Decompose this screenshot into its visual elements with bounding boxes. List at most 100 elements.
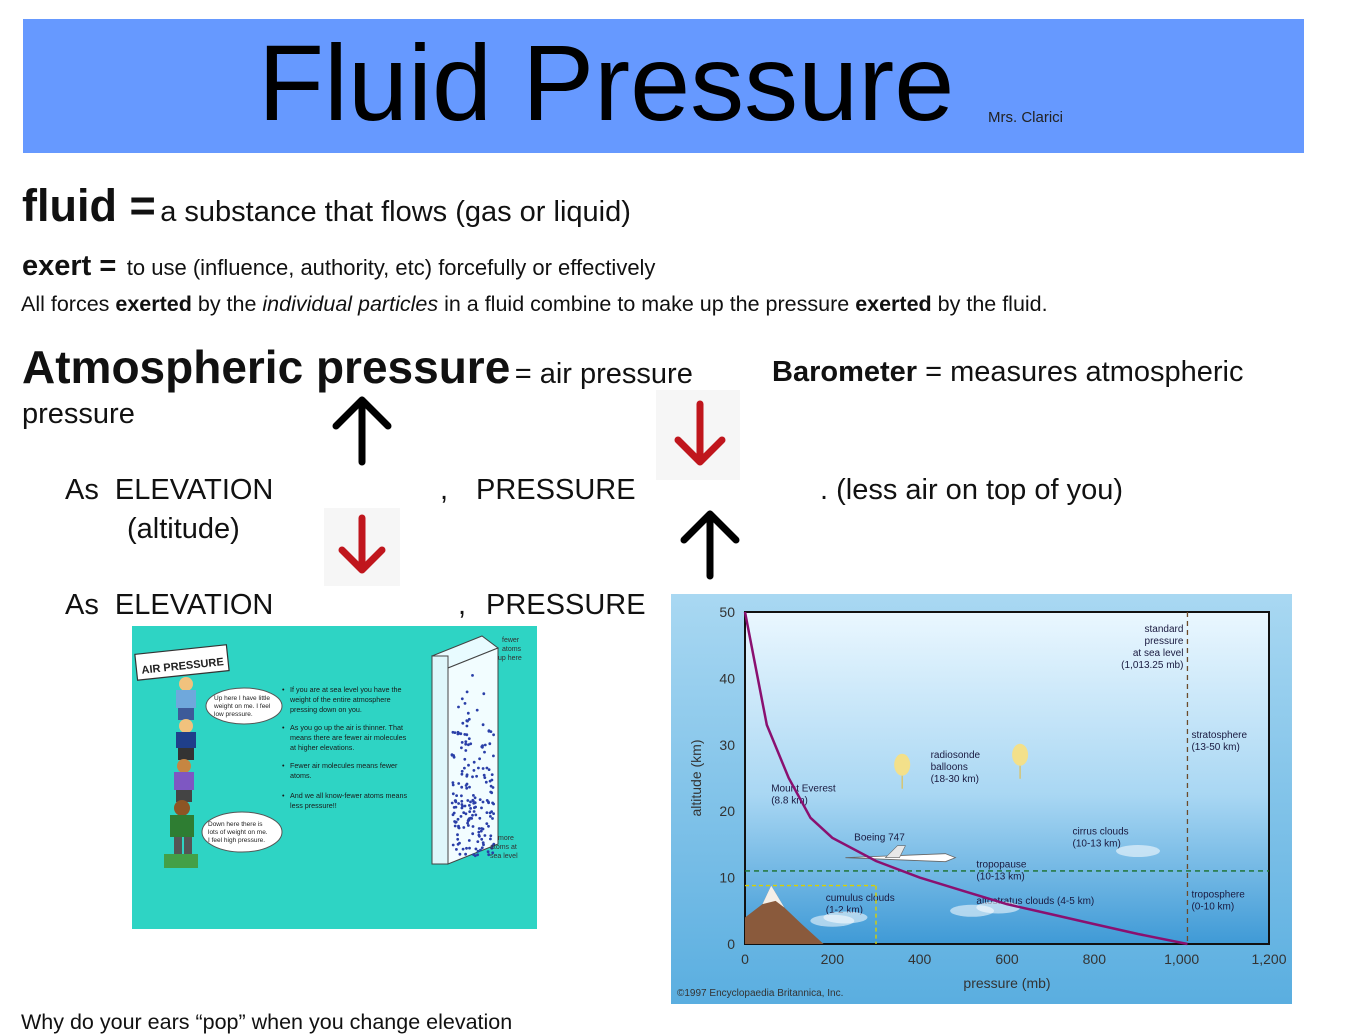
air-molecule-dot [479,848,482,852]
altostratus-label: altostratus clouds (4-5 km) [976,896,1094,907]
air-molecule-dot [453,824,457,828]
bubble-top-line: weight on me. I feel [213,703,271,710]
air-molecule-dot [481,723,485,727]
bubble-top-line: low pressure. [214,711,253,718]
fewer-label: atoms [502,646,522,653]
air-molecule-dot [477,833,481,837]
elevation-label: ELEVATION [114,474,274,506]
air-molecule-dot [489,790,493,794]
more-label: more [498,835,514,842]
air-molecule-dot [482,773,486,777]
svg-text:•: • [282,723,285,732]
air-molecule-dot [472,853,475,856]
air-molecule-dot [474,847,478,851]
air-molecule-dot [464,740,468,743]
sentence-part: by the [191,292,263,316]
comma: , [440,474,449,506]
air-molecule-dot [470,817,474,820]
air-molecule-dot [453,820,456,823]
stacked-people-icon [164,677,198,868]
bubble-bottom-line: I feel high pressure. [208,837,265,844]
radiosonde-label-line: balloons [931,762,968,773]
y-tick-label: 20 [719,803,735,819]
air-molecule-dot [472,794,475,797]
airplane-wing [884,845,906,858]
air-molecule-dot [474,813,478,817]
air-molecule-dot [477,830,481,834]
more-label: sea level [490,853,518,860]
x-tick-label: 0 [741,951,749,967]
fewer-label: up here [498,655,522,662]
air-molecule-dot [471,832,475,836]
air-molecule-dot [471,813,474,817]
air-molecule-dot [489,834,493,838]
air-molecule-dot [491,851,495,855]
air-molecule-dot [468,810,472,813]
air-molecule-dot [480,837,484,841]
air-column-icon [430,635,500,865]
bubble-bottom-line: lots of weight on me. [208,829,268,836]
stratosphere-label: stratosphere(13-50 km) [1191,730,1247,753]
air-molecule-dot [490,846,494,850]
air-molecule-dot [460,799,464,803]
radiosonde-label-line: radiosonde [931,750,981,761]
air-molecule-dot [466,821,469,825]
air-molecule-dot [469,800,472,804]
barometer-term: Barometer [772,356,918,388]
arrow-up-icon [332,396,392,466]
y-tick-label: 50 [719,604,735,620]
air-molecule-dot [465,786,469,790]
air-molecule-dot [468,785,471,789]
troposphere-label-line: (0-10 km) [1191,902,1234,913]
air-molecule-dot [463,702,467,705]
air-molecule-dot [477,827,481,830]
cloud-icon [823,911,868,924]
air-molecule-dot [466,799,470,802]
bullet-line: pressing down on you. [290,705,362,714]
air-molecule-dot [451,792,455,796]
atmospheric-term: Atmospheric pressure [22,341,511,393]
bullet-line: at higher elevations. [290,743,354,752]
air-molecule-dot [478,798,482,801]
mountain-icon [745,885,824,944]
air-molecule-dot [452,811,456,815]
cumulus-label: cumulus clouds(1-2 km) [826,893,895,916]
air-molecule-dot [487,824,490,828]
balloon-icon [1012,743,1029,766]
air-molecule-dot [480,745,484,749]
air-molecule-dot [455,848,458,851]
air-molecule-dot [482,692,486,696]
arrow-up-icon [680,510,740,580]
svg-text:As you go up the air is thinne: As you go up the air is thinner. Thatmea… [290,723,407,752]
balloon-icon [894,753,911,776]
barometer-definition: Barometer = measures atmospheric [772,356,1243,389]
air-molecule-dot [475,708,479,712]
air-molecule-dot [475,774,478,778]
bullet-line: less pressure!! [290,801,337,810]
troposphere-label: troposphere(0-10 km) [1191,890,1245,913]
air-molecule-dot [492,812,495,815]
air-molecule-dot [460,772,464,776]
cirrus-label: cirrus clouds(10-13 km) [1073,826,1129,849]
svg-text:If you are at sea level you ha: If you are at sea level you have theweig… [289,685,401,714]
cloud-icon [976,901,1021,914]
air-molecule-dot [465,774,469,778]
air-molecule-dot [465,846,468,850]
air-molecule-dot [490,810,493,813]
air-molecule-dot [469,742,473,746]
air-molecule-dot [467,824,470,827]
air-molecule-dot [464,784,468,787]
air-molecule-dot [479,829,483,833]
air-molecule-dot [454,799,457,803]
air-molecule-dot [483,834,487,837]
pressure-curve [743,611,1188,946]
air-pressure-illustration: AIR PRESSURE Up here I have little weigh… [134,635,522,868]
air-molecule-dot [457,705,460,709]
air-molecule-dot [469,807,472,810]
air-molecule-dot [465,719,469,723]
svg-text:Down here there is lots: Down here there is lots of weight on me.… [208,821,269,844]
barometer-wrap: pressure [22,398,135,430]
